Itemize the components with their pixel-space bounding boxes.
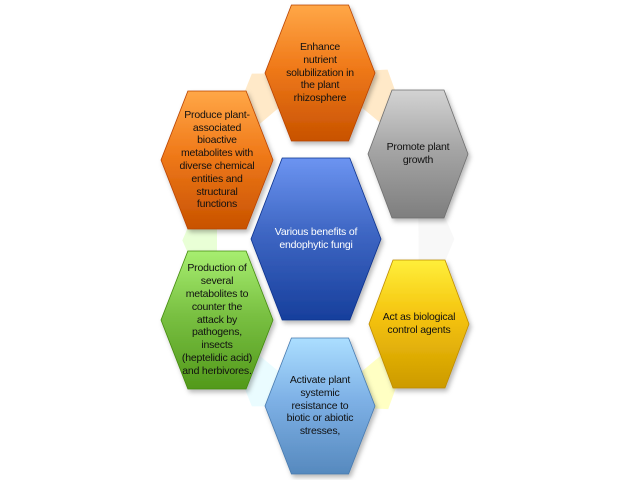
bioactive-metabolites-hexagon xyxy=(160,90,274,230)
promote-growth-hexagon xyxy=(367,89,469,219)
center-hexagon xyxy=(250,157,382,321)
enhance-nutrient-hexagon xyxy=(264,4,376,142)
systemic-resistance-hexagon xyxy=(264,337,376,475)
bioactive-metabolites-label: Produce plant- associated bioactive meta… xyxy=(179,108,255,211)
promote-growth-label: Promote plant growth xyxy=(386,141,450,166)
enhance-nutrient-label: Enhance nutrient solubilization in the p… xyxy=(286,41,354,105)
metabolite-production-label: Production of several metabolites to cou… xyxy=(181,262,253,377)
biocontrol-label: Act as biological control agents xyxy=(382,311,456,336)
biocontrol-hexagon xyxy=(368,259,470,389)
systemic-resistance-label: Activate plant systemic resistance to bi… xyxy=(286,374,354,438)
metabolite-production-hexagon xyxy=(160,250,274,390)
center-hexagon-label: Various benefits of endophytic fungi xyxy=(274,226,358,251)
